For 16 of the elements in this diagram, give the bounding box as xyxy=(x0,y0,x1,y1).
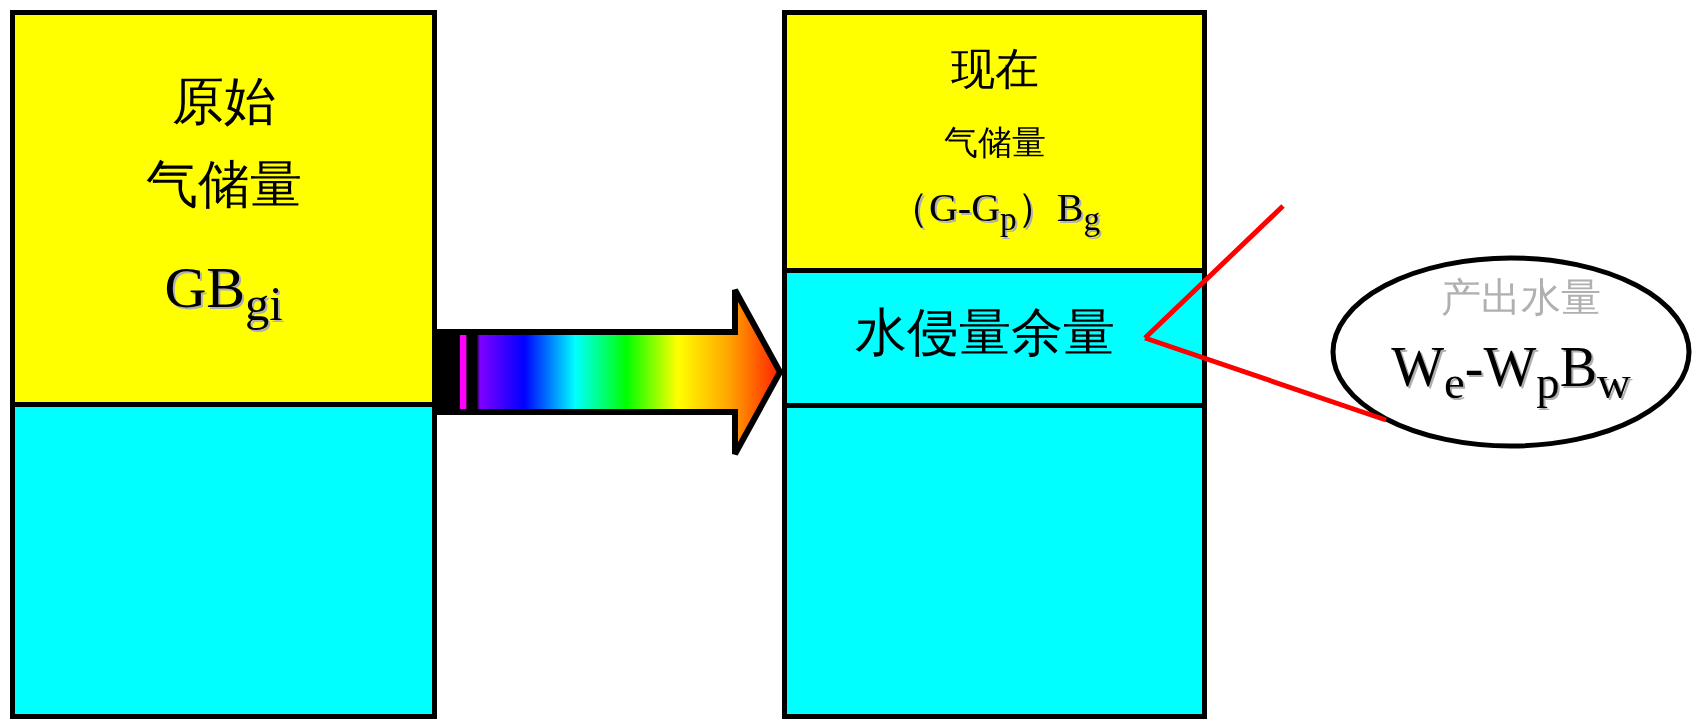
column-box xyxy=(10,10,437,719)
water-zone-box xyxy=(787,408,1202,714)
gas-zone-box xyxy=(787,15,1202,273)
callout-line xyxy=(1142,203,1389,423)
formula-label: W$_{e}$-W$_{p}$B$_{w}$ xyxy=(1391,335,1631,410)
zone-label: 产出水量 xyxy=(1441,275,1601,321)
block-arrow xyxy=(436,287,784,457)
formula-label: GB$_{gi}$ xyxy=(164,255,283,332)
ellipse-callout xyxy=(1330,255,1692,449)
column-box xyxy=(782,10,1207,719)
zone-label: 原始气储量 xyxy=(145,72,302,216)
zone-label: 水侵量余量 xyxy=(854,303,1115,363)
water-zone-box xyxy=(15,407,432,714)
gas-zone-box xyxy=(15,15,432,407)
water-zone-box xyxy=(787,273,1202,408)
formula-label: （G-G$_{p}$）B$_{g}$ xyxy=(888,185,1101,239)
